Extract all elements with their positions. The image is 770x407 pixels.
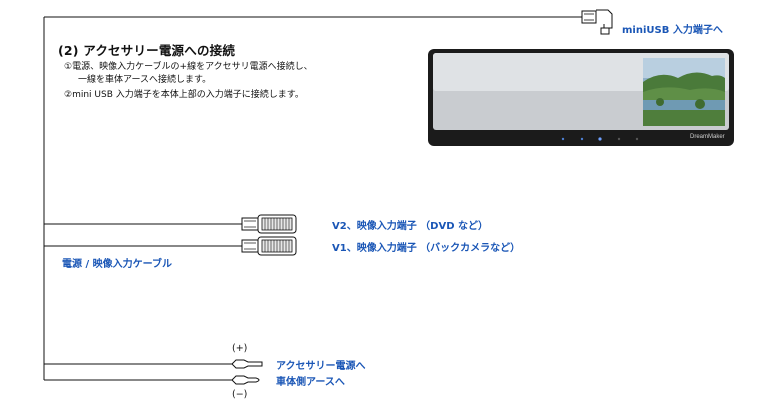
acc-power-terminal-icon bbox=[231, 359, 263, 369]
ground-label: 車体側アースへ bbox=[276, 377, 345, 388]
mirror-monitor-device bbox=[428, 49, 734, 146]
section-heading: (2) アクセサリー電源への接続 bbox=[58, 43, 236, 58]
plus-sign-label: (+) bbox=[232, 343, 248, 354]
v2-input-label: V2、映像入力端子 （DVD など） bbox=[332, 221, 489, 232]
minus-sign-label: (−) bbox=[232, 389, 248, 400]
mini-usb-connector-icon bbox=[581, 9, 613, 35]
instruction-line-1: ①電源、映像入力ケーブルの+線をアクセサリ電源へ接続し、 bbox=[64, 62, 313, 72]
screen-landscape-image bbox=[643, 58, 725, 126]
instruction-line-2: 一線を車体アースへ接続します。 bbox=[78, 75, 212, 85]
instruction-line-3: ②mini USB 入力端子を本体上部の入力端子に接続します。 bbox=[64, 90, 304, 100]
v1-rca-connector-icon bbox=[241, 236, 297, 256]
acc-power-label: アクセサリー電源へ bbox=[276, 361, 366, 372]
v1-input-label: V1、映像入力端子 （バックカメラなど） bbox=[332, 243, 521, 254]
ground-terminal-icon bbox=[231, 375, 260, 385]
v2-rca-connector-icon bbox=[241, 214, 297, 234]
cable-label: 電源 / 映像入力ケーブル bbox=[62, 259, 173, 270]
device-brand-label: DreamMaker bbox=[690, 134, 725, 140]
mini-usb-label: miniUSB 入力端子へ bbox=[622, 25, 723, 36]
